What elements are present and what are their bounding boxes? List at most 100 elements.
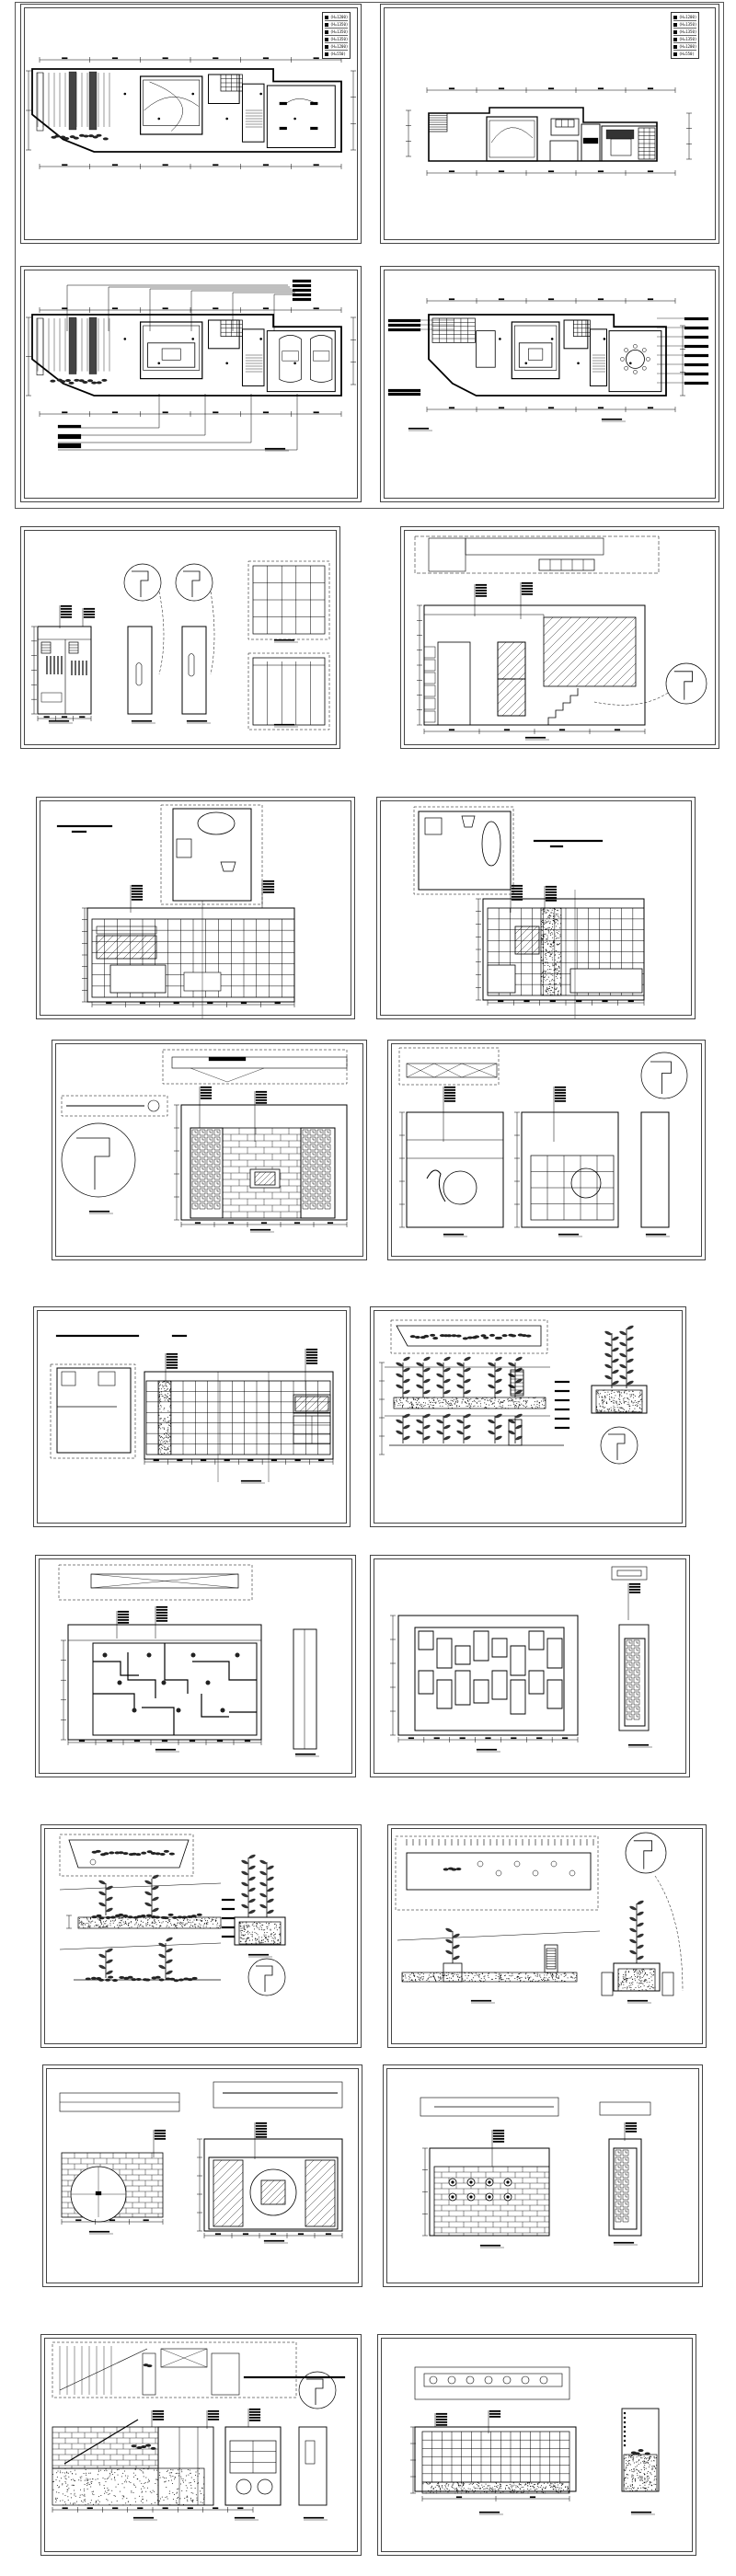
gravel-dot (405, 1977, 407, 1979)
gravel-dot (457, 2483, 459, 2485)
gravel-dot (396, 1400, 397, 1402)
pond-plan (406, 1852, 592, 1891)
gravel-dot (203, 2477, 205, 2478)
shelf-frame (92, 1642, 258, 1736)
hatch-line (213, 2159, 223, 2169)
gravel-dot (555, 2488, 557, 2490)
annotation-tag (628, 1588, 641, 1591)
gravel-dot (480, 2492, 482, 2494)
gravel-dot (462, 1398, 464, 1400)
plant-leaf (464, 1424, 471, 1430)
gravel-dot (557, 977, 558, 979)
gravel-dot (161, 1439, 163, 1441)
gravel-dot (260, 1927, 262, 1929)
gravel-dot (489, 2487, 491, 2489)
gravel-dot (500, 1401, 502, 1403)
gravel-dot (570, 1977, 572, 1979)
dimension-text (547, 407, 555, 409)
building-outline (428, 314, 667, 397)
annotation-tag (131, 884, 144, 887)
gravel-dot (455, 1401, 457, 1403)
gravel-dot (429, 1406, 431, 1408)
gravel-dot (524, 1977, 526, 1979)
gravel-dot (607, 1409, 609, 1410)
gravel-dot (241, 1929, 243, 1931)
gravel-dot (167, 1381, 168, 1383)
gravel-dot (547, 942, 549, 944)
gravel-dot (495, 1978, 497, 1980)
gravel-dot (542, 984, 544, 986)
gravel-dot (195, 2494, 197, 2496)
gravel-dot (559, 952, 561, 954)
gravel-dot (460, 2481, 462, 2483)
gravel-dot (121, 1924, 123, 1926)
gravel-dot (604, 1407, 606, 1409)
gravel-dot (55, 2491, 57, 2493)
gravel-dot (541, 939, 543, 941)
gravel-dot (474, 1400, 476, 1402)
plant-leaf (403, 1424, 410, 1430)
gravel-dot (500, 1408, 502, 1409)
gravel-dot (545, 957, 546, 959)
gravel-dot (98, 1920, 100, 1922)
gravel-dot (394, 1405, 396, 1407)
gravel-dot (559, 914, 561, 916)
gravel-dot (158, 1427, 160, 1429)
gravel-dot (394, 1402, 396, 1404)
shrub-leaf (85, 1977, 91, 1981)
gravel-dot (470, 1403, 472, 1405)
gravel-dot (468, 1403, 470, 1405)
annotation-tag (166, 1361, 178, 1363)
gravel-dot (499, 1973, 500, 1975)
plant-leaf (456, 1373, 464, 1378)
gravel-dot (160, 1406, 162, 1408)
gravel-dot (119, 1925, 121, 1926)
gravel-dot (159, 1393, 161, 1395)
gravel-dot (447, 1401, 449, 1403)
gravel-dot (550, 943, 552, 945)
stepping-stone (569, 1869, 576, 1877)
coffee-table (161, 348, 181, 361)
annotation-tag (131, 892, 144, 895)
gravel-dot (86, 2479, 88, 2481)
gravel-dot (552, 941, 554, 943)
dimension-text (270, 2233, 277, 2236)
gravel-dot (186, 2475, 188, 2477)
gravel-dot (549, 933, 551, 935)
gravel-dot (554, 907, 556, 909)
hatch-line (299, 1396, 316, 1412)
gravel-dot (261, 1924, 263, 1926)
gravel-dot (542, 1398, 544, 1400)
circuit-label (684, 316, 709, 321)
shelf-divider (93, 1693, 135, 1712)
gravel-dot (68, 2488, 70, 2490)
annotation-tag (248, 2413, 261, 2416)
gravel-dot (519, 1404, 521, 1406)
gravel-dot (418, 1979, 420, 1981)
gravel-dot (613, 1407, 615, 1409)
lattice-cell (213, 1202, 221, 1210)
lattice-cell (309, 1144, 316, 1151)
gravel-dot (140, 1920, 142, 1922)
gravel-dot (493, 1406, 495, 1408)
gravel-dot (537, 2482, 539, 2484)
annotation-tag (475, 586, 488, 589)
annotation-tag (545, 888, 558, 891)
gravel-dot (639, 1395, 641, 1397)
gravel-dot (609, 1399, 611, 1401)
gravel-dot (240, 1932, 242, 1934)
gravel-dot (56, 2485, 58, 2487)
gravel-dot (168, 1918, 170, 1920)
door-panel (252, 657, 326, 726)
gravel-dot (491, 1397, 493, 1399)
gravel-dot (633, 1970, 635, 1972)
gravel-dot (442, 2485, 443, 2487)
gravel-dot (500, 1406, 501, 1408)
hatch-line (523, 938, 540, 955)
plant-leaf (464, 1389, 471, 1395)
gravel-dot (556, 1974, 558, 1976)
gravel-dot (559, 2487, 561, 2489)
glass-panel (96, 935, 157, 960)
hatch-line (543, 616, 563, 637)
gravel-dot (159, 1395, 161, 1397)
